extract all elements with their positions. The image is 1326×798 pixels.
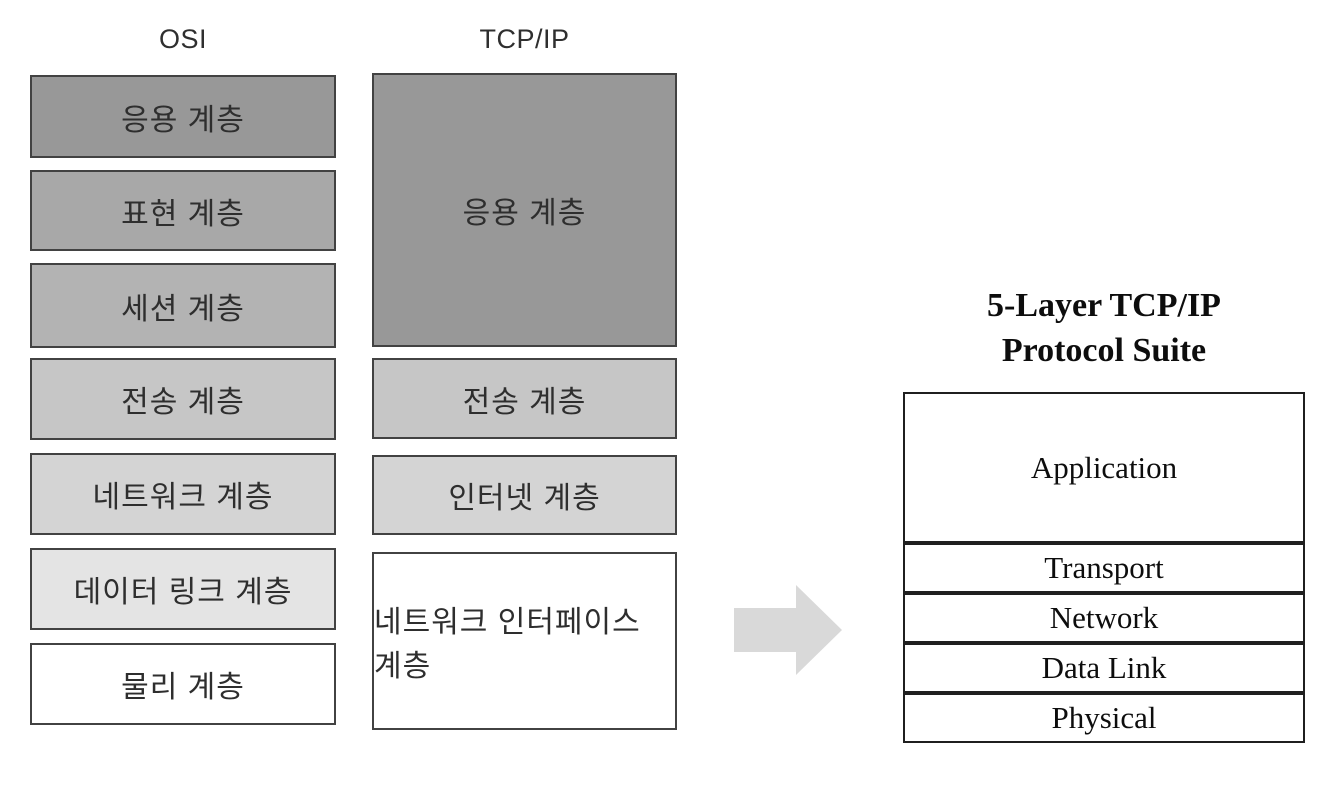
right-arrow-icon (734, 585, 842, 675)
suite-title: 5-Layer TCP/IP Protocol Suite (903, 283, 1305, 373)
osi-layer-physical: 물리 계층 (30, 643, 336, 725)
suite-title-line1: 5-Layer TCP/IP (987, 287, 1221, 324)
osi-layer-network: 네트워크 계층 (30, 453, 336, 535)
tcpip-layer-transport: 전송 계층 (372, 358, 677, 439)
tcpip-layer-network-interface: 네트워크 인터페이스 계층 (372, 552, 677, 730)
tcpip-column-title: TCP/IP (479, 24, 570, 54)
suite-layer-datalink: Data Link (903, 643, 1305, 693)
osi-layer-session: 세션 계층 (30, 263, 336, 348)
osi-column-title: OSI (158, 24, 207, 54)
suite-layer-transport: Transport (903, 543, 1305, 593)
suite-layer-physical: Physical (903, 693, 1305, 743)
suite-layer-application: Application (903, 392, 1305, 543)
osi-layer-presentation: 표현 계층 (30, 170, 336, 251)
osi-layer-application: 응용 계층 (30, 75, 336, 158)
suite-title-line2: Protocol Suite (1001, 332, 1207, 369)
suite-layer-network: Network (903, 593, 1305, 643)
right-arrow-shape (734, 585, 842, 675)
tcpip-layer-application: 응용 계층 (372, 73, 677, 347)
suite-stack: Application Transport Network Data Link … (903, 392, 1305, 743)
tcpip-layer-internet: 인터넷 계층 (372, 455, 677, 535)
osi-layer-transport: 전송 계층 (30, 358, 336, 440)
osi-layer-datalink: 데이터 링크 계층 (30, 548, 336, 630)
